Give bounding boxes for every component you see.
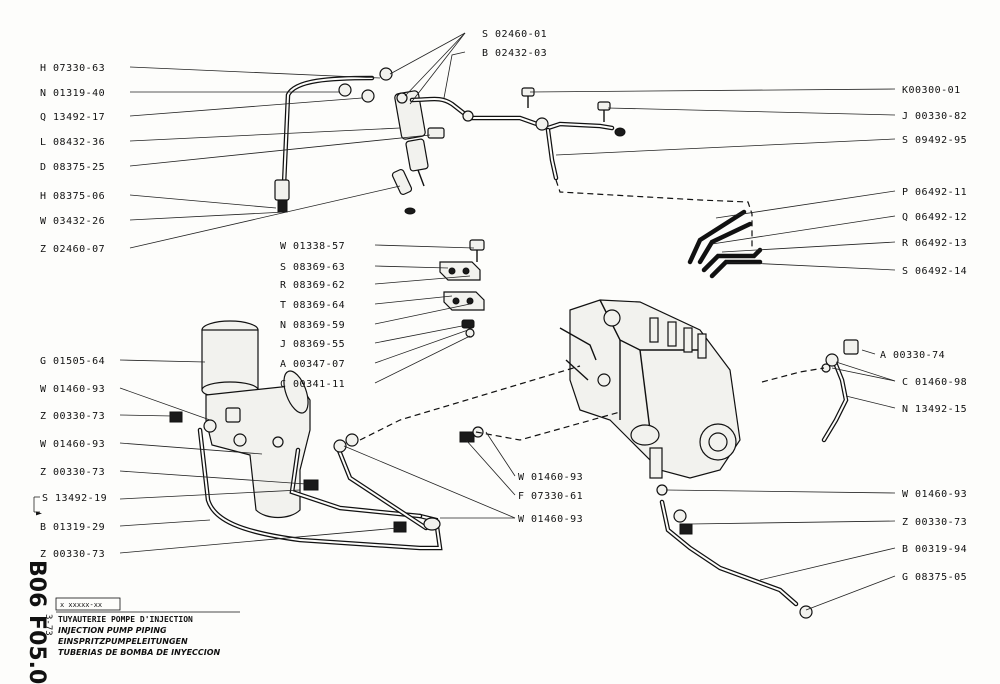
pump-fittings-illustration bbox=[359, 339, 859, 619]
label-part-j0836955: J 08369-55 bbox=[280, 339, 345, 350]
label-part-r0649213: R 06492-13 bbox=[902, 238, 967, 249]
part-labels-top-middle: S 02460-01 B 02432-03 bbox=[482, 29, 547, 59]
label-part-s0836963: S 08369-63 bbox=[280, 262, 345, 273]
part-labels-right-top: K00300-01 J 00330-82 S 09492-95 P 06492-… bbox=[902, 85, 967, 277]
part-labels-left-bottom: G 01505-64 W 01460-93 Z 00330-73 W 01460… bbox=[36, 356, 107, 560]
label-part-w0133857: W 01338-57 bbox=[280, 241, 345, 252]
injection-pump-illustration bbox=[559, 299, 741, 479]
label-part-w0146093-e: W 01460-93 bbox=[902, 489, 967, 500]
label-part-b0243203: B 02432-03 bbox=[482, 48, 547, 59]
reference-number: x xxxxx-xx bbox=[60, 601, 102, 609]
clamp-parts-illustration bbox=[439, 239, 485, 338]
label-part-a0033074: A 00330-74 bbox=[880, 350, 945, 361]
label-part-z0033073-a: Z 00330-73 bbox=[40, 411, 105, 422]
label-part-c0146098: C 01460-98 bbox=[902, 377, 967, 388]
label-part-z0246007: Z 02460-07 bbox=[40, 244, 105, 255]
part-labels-middle-bottom: W 01460-93 F 07330-61 W 01460-93 bbox=[518, 472, 583, 525]
label-part-w0146093-c: W 01460-93 bbox=[518, 472, 583, 483]
label-part-s0949295: S 09492-95 bbox=[902, 135, 967, 146]
label-part-h0733063: H 07330-63 bbox=[40, 63, 105, 74]
label-part-b0131929-arrow: ► bbox=[36, 508, 43, 519]
title-french: TUYAUTERIE POMPE D'INJECTION bbox=[58, 615, 193, 624]
label-part-q0649212: Q 06492-12 bbox=[902, 212, 967, 223]
label-part-l0843236: L 08432-36 bbox=[40, 137, 105, 148]
reference-box bbox=[55, 597, 121, 611]
label-part-z0033073-b: Z 00330-73 bbox=[40, 467, 105, 478]
label-part-f0733061: F 07330-61 bbox=[518, 491, 583, 502]
high-pressure-pipes-illustration bbox=[409, 87, 763, 279]
label-part-n0131940: N 01319-40 bbox=[40, 88, 105, 99]
label-part-j0033082: J 00330-82 bbox=[902, 111, 967, 122]
title-german: EINSPRITZPUMPELEITUNGEN bbox=[58, 637, 188, 646]
label-part-w0146093-b: W 01460-93 bbox=[40, 439, 105, 450]
label-part-z0033073-d: Z 00330-73 bbox=[902, 517, 967, 528]
title-spanish: TUBERIAS DE BOMBA DE INYECCION bbox=[58, 648, 221, 657]
title-block: B06 F05.0 3-73 x xxxxx-xx TUYAUTERIE POM… bbox=[24, 560, 240, 684]
low-pressure-pipes-illustration bbox=[197, 427, 443, 551]
part-labels-right-bottom: A 00330-74 C 01460-98 N 13492-15 W 01460… bbox=[880, 350, 967, 583]
label-part-z0033073-c: Z 00330-73 bbox=[40, 549, 105, 560]
label-part-g0150564: G 01505-64 bbox=[40, 356, 105, 367]
fuel-filter-illustration bbox=[169, 320, 311, 519]
label-part-t0836964: T 08369-64 bbox=[280, 300, 345, 311]
label-part-n0836959: N 08369-59 bbox=[280, 320, 345, 331]
label-part-s0649214: S 06492-14 bbox=[902, 266, 967, 277]
label-part-q1349217: Q 13492-17 bbox=[40, 112, 105, 123]
label-part-k0030001: K00300-01 bbox=[902, 85, 961, 96]
label-part-w0146093-d: W 01460-93 bbox=[518, 514, 583, 525]
sheet-date: 3-73 bbox=[43, 614, 53, 636]
sheet-code: B06 F05.0 bbox=[24, 560, 49, 684]
title-english: INJECTION PUMP PIPING bbox=[58, 626, 167, 635]
label-part-g0837505: G 08375-05 bbox=[902, 572, 967, 583]
label-part-d0837525: D 08375-25 bbox=[40, 162, 105, 173]
label-part-w0343226: W 03432-26 bbox=[40, 216, 105, 227]
label-part-h0837506: H 08375-06 bbox=[40, 191, 105, 202]
leader-lines bbox=[33, 32, 896, 611]
label-part-c0034111: C 00341-11 bbox=[280, 379, 345, 390]
label-part-b0031994: B 00319-94 bbox=[902, 544, 967, 555]
label-part-n1349215: N 13492-15 bbox=[902, 404, 967, 415]
label-part-p0649211: P 06492-11 bbox=[902, 187, 967, 198]
part-labels-clamp-column: W 01338-57 S 08369-63 R 08369-62 T 08369… bbox=[280, 241, 345, 390]
label-part-w0146093-a: W 01460-93 bbox=[40, 384, 105, 395]
label-part-b0131929: B 01319-29 bbox=[40, 522, 105, 533]
label-part-s1349219: S 13492-19 bbox=[42, 493, 107, 504]
part-labels-left-top: H 07330-63 N 01319-40 Q 13492-17 L 08432… bbox=[40, 63, 105, 255]
label-part-a0034707: A 00347-07 bbox=[280, 359, 345, 370]
label-part-r0836962: R 08369-62 bbox=[280, 280, 345, 291]
label-part-s0246001: S 02460-01 bbox=[482, 29, 547, 40]
injector-assembly-illustration bbox=[274, 67, 445, 215]
